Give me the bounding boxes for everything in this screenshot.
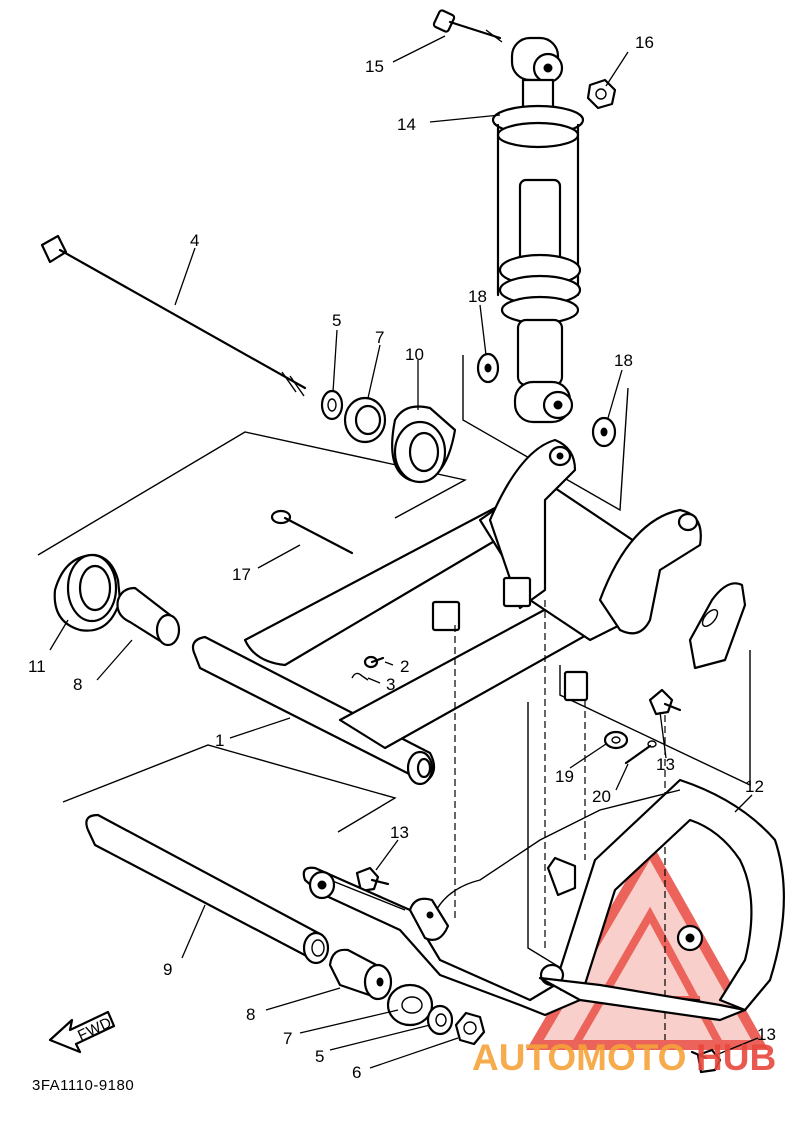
callout-20: 20 xyxy=(592,787,611,806)
part-6-nut xyxy=(454,1011,486,1046)
part-7-bearing-lower xyxy=(386,983,434,1027)
callout-4: 4 xyxy=(190,231,199,250)
callout-17: 17 xyxy=(232,565,251,584)
callout-13-upper: 13 xyxy=(656,755,675,774)
part-8-collar-lower xyxy=(328,948,393,1001)
callout-7-lower: 7 xyxy=(283,1029,292,1048)
callout-2: 2 xyxy=(400,657,409,676)
watermark-brand-hub: HUB xyxy=(696,1037,776,1078)
callout-14: 14 xyxy=(397,115,416,134)
part-1-swing-arm xyxy=(191,438,747,1040)
callout-7-upper: 7 xyxy=(375,328,384,347)
callout-16: 16 xyxy=(635,33,654,52)
part-5-washer-upper xyxy=(320,389,344,421)
part-15-bolt xyxy=(432,9,503,43)
callout-18-left: 18 xyxy=(468,287,487,306)
part-7-bearing-upper xyxy=(343,396,387,444)
part-10-bushing-upper xyxy=(391,405,457,484)
diagram-code: 3FA1110-9180 xyxy=(32,1077,134,1094)
part-2-bolt xyxy=(363,655,385,669)
callout-12: 12 xyxy=(745,777,764,796)
part-18-washer-right xyxy=(591,416,617,448)
callout-18-right: 18 xyxy=(614,351,633,370)
callout-19: 19 xyxy=(555,767,574,786)
part-18-washer-left xyxy=(476,352,500,384)
part-13-bolt-upper xyxy=(648,688,682,716)
part-20-cotter-pin xyxy=(624,740,657,765)
callout-8-upper: 8 xyxy=(73,675,82,694)
watermark-brand-auto: AUTOMOTO xyxy=(472,1037,686,1078)
callout-6: 6 xyxy=(352,1063,361,1082)
part-12-rear-stand xyxy=(302,778,785,1022)
part-19-washer xyxy=(603,730,629,750)
part-16-nut xyxy=(586,78,617,110)
callout-8-lower: 8 xyxy=(246,1005,255,1024)
callout-5-lower: 5 xyxy=(315,1047,324,1066)
callout-3: 3 xyxy=(386,675,395,694)
callout-15: 15 xyxy=(365,57,384,76)
part-4-pivot-shaft xyxy=(40,234,307,397)
callout-1: 1 xyxy=(215,731,224,750)
part-13-bolt-lower xyxy=(690,1048,722,1074)
part-11-bushing xyxy=(53,553,122,632)
callout-labels: 1 2 3 4 5 7 10 11 8 9 8 7 5 6 12 13 13 1… xyxy=(28,33,776,1082)
part-3-pin xyxy=(351,672,369,681)
automotohub-watermark-text: AUTOMOTO HUB xyxy=(472,1037,776,1078)
part-14-shock-absorber xyxy=(491,36,585,424)
callout-9: 9 xyxy=(163,960,172,979)
part-17-pin xyxy=(270,509,354,555)
callout-13-lower: 13 xyxy=(757,1025,776,1044)
part-5-washer-lower xyxy=(426,1004,454,1036)
part-8-collar-upper xyxy=(116,586,181,647)
part-9-tube xyxy=(85,813,330,965)
callout-11: 11 xyxy=(28,657,46,676)
forward-direction-arrow: FWD xyxy=(48,1010,116,1054)
leader-lines xyxy=(49,35,759,1069)
callout-13-middle: 13 xyxy=(390,823,409,842)
callout-10: 10 xyxy=(405,345,424,364)
callout-5-upper: 5 xyxy=(332,311,341,330)
